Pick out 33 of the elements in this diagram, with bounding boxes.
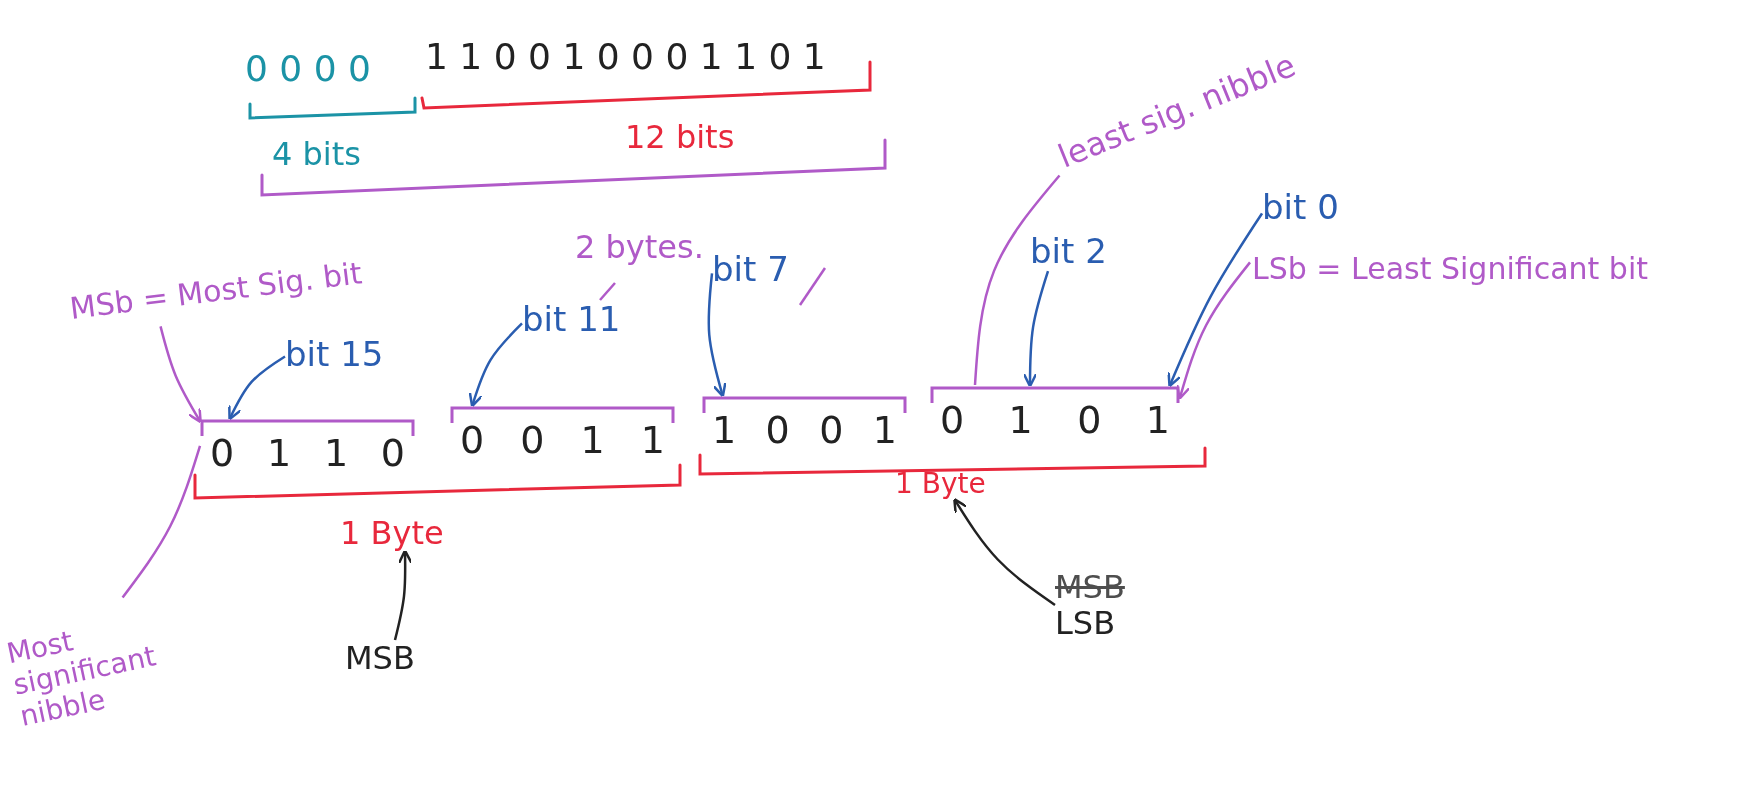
- arrow: [1175, 261, 1251, 400]
- byte-label: 1 Byte: [340, 515, 470, 552]
- arrow: [393, 549, 413, 641]
- annotation-text: least sig. nibble: [1053, 17, 1373, 176]
- leader-line: [121, 445, 202, 599]
- bit-digits: 0 1 1 0: [210, 432, 405, 476]
- arrow: [159, 326, 202, 424]
- arrow: [1022, 270, 1050, 388]
- bit-label: bit 0: [1262, 188, 1382, 228]
- bit-label: bit 2: [1030, 232, 1150, 272]
- arrow: [228, 355, 286, 421]
- bit-digits: 0 1 0 1: [940, 399, 1170, 443]
- bit-digits: 1 0 0 1: [712, 409, 897, 453]
- byte-order-label: MSB: [345, 640, 445, 677]
- arrow: [707, 273, 727, 398]
- byte-order-label: LSB: [1055, 605, 1175, 642]
- bit-label: bit 15: [285, 335, 415, 375]
- bit-label: bit 11: [522, 300, 652, 340]
- arrow: [468, 322, 523, 408]
- byte-count-label: 2 bytes.: [575, 228, 704, 266]
- bit-digits: 0 0 0 0: [245, 48, 371, 89]
- bit-label: bit 7: [712, 250, 832, 290]
- arrow: [1167, 212, 1264, 388]
- arrow: [953, 497, 1056, 607]
- annotation-text: MSb = Most Sig. bit: [67, 240, 489, 327]
- bit-digits: 0 0 1 1: [460, 419, 665, 463]
- bit-digits: 1 1 0 0 1 0 0 0 1 1 0 1: [425, 36, 826, 77]
- leader-line: [973, 174, 1061, 386]
- bit-count-label: 12 bits: [625, 118, 735, 156]
- annotation-text: LSb = Least Significant bit: [1250, 252, 1650, 287]
- bit-count-label: 4 bits: [272, 135, 361, 173]
- struck-out-text: MSB: [1055, 568, 1125, 606]
- byte-label: 1 Byte: [895, 468, 1015, 501]
